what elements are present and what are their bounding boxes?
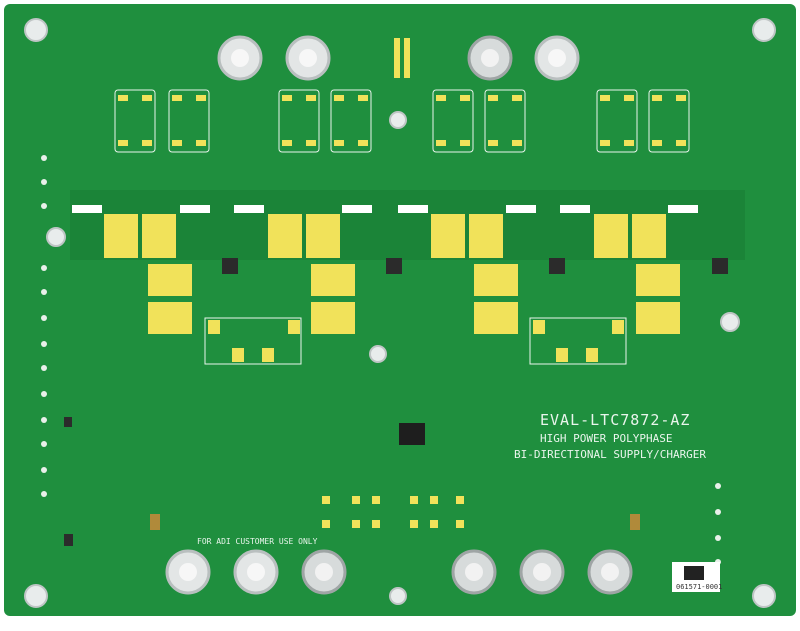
customer-note: FOR ADI CUSTOMER USE ONLY xyxy=(197,537,318,546)
board-subtitle-1: HIGH POWER POLYPHASE xyxy=(540,432,673,445)
serial-label: 061571-0001 xyxy=(676,583,723,591)
board-substrate xyxy=(4,4,796,616)
transformers xyxy=(204,317,627,365)
top-terminals xyxy=(217,35,580,81)
board-title: EVAL-LTC7872-AZ xyxy=(540,411,691,429)
driver-ics xyxy=(64,258,728,546)
qr-code xyxy=(684,566,704,580)
power-fet-pads xyxy=(104,214,680,334)
top-cap-pads xyxy=(118,38,686,146)
bottom-cap-pads xyxy=(150,496,640,530)
board-subtitle-2: BI-DIRECTIONAL SUPPLY/CHARGER xyxy=(514,448,707,461)
top-cap-outlines xyxy=(114,89,690,153)
small-passives xyxy=(72,205,698,213)
mounting-holes xyxy=(24,18,776,608)
edge-test-points xyxy=(41,155,721,565)
bottom-terminals xyxy=(165,549,633,595)
